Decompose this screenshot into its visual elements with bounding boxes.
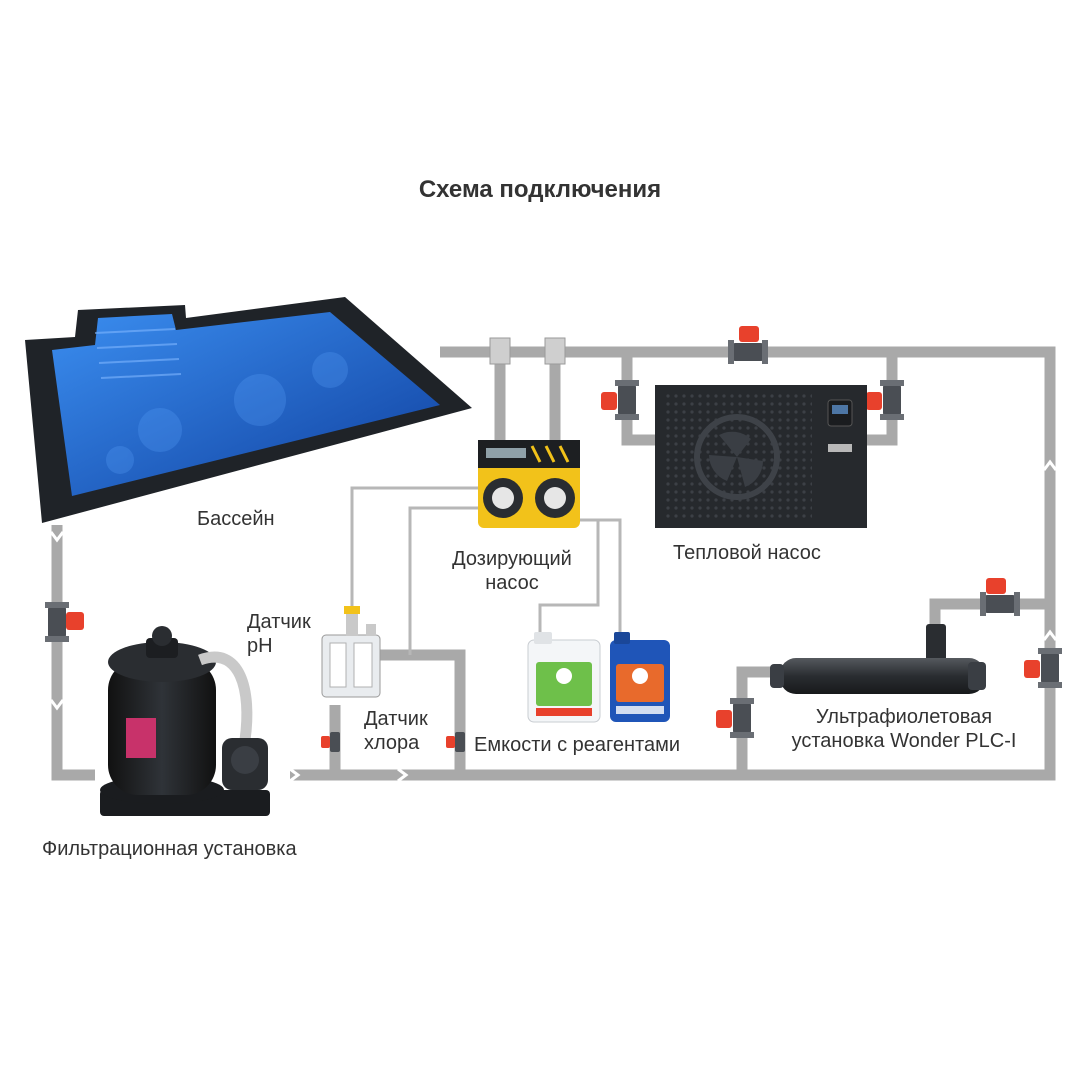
valve-icon — [45, 602, 84, 642]
valve-icon — [1024, 648, 1062, 688]
valve-icon — [601, 380, 639, 420]
dosing-hoses — [350, 486, 622, 655]
valve-icon — [716, 698, 754, 738]
label-heat-pump: Тепловой насос — [673, 542, 821, 564]
label-uv-unit: Ультрафиолетовая установка Wonder PLC-I — [791, 706, 1017, 752]
flow-arrow-icon — [49, 699, 65, 711]
flow-arrow-icon — [397, 767, 409, 783]
diagram-title: Схема подключения — [418, 176, 662, 203]
filter-unit-icon — [100, 626, 270, 816]
valve-icon — [446, 732, 465, 752]
label-dosing-pump: Дозирующий насос — [452, 548, 572, 594]
valve-icon — [980, 578, 1020, 616]
label-filter-unit: Фильтрационная установка — [42, 838, 297, 860]
label-ph-sensor: Датчик pH — [247, 611, 311, 657]
pipe-fitting — [489, 337, 511, 365]
reagent-canister-blue-icon — [610, 632, 670, 722]
reagent-canister-white-icon — [527, 632, 601, 723]
flow-arrows — [49, 459, 1058, 783]
valve-icon — [728, 326, 768, 364]
uv-unit-icon — [770, 624, 986, 694]
heat-pump-icon — [655, 385, 867, 528]
valve-icon — [866, 380, 904, 420]
dosing-pump-icon — [478, 440, 580, 528]
flow-arrow-icon — [289, 767, 301, 783]
flow-arrow-icon — [1042, 459, 1058, 471]
valve-icon — [321, 732, 340, 752]
flow-arrow-icon — [1042, 629, 1058, 641]
label-pool: Бассейн — [197, 508, 275, 530]
label-reagent-containers: Емкости с реагентами — [474, 734, 681, 756]
pipe-uv-bypass — [736, 666, 780, 775]
pipe-pool-to-filter — [51, 525, 95, 781]
flow-arrow-icon — [49, 531, 65, 543]
label-chlorine-sensor: Датчик хлора — [364, 708, 428, 754]
pipe-fitting — [544, 337, 566, 365]
pool-icon — [25, 297, 472, 523]
sensor-block-icon — [321, 606, 381, 698]
